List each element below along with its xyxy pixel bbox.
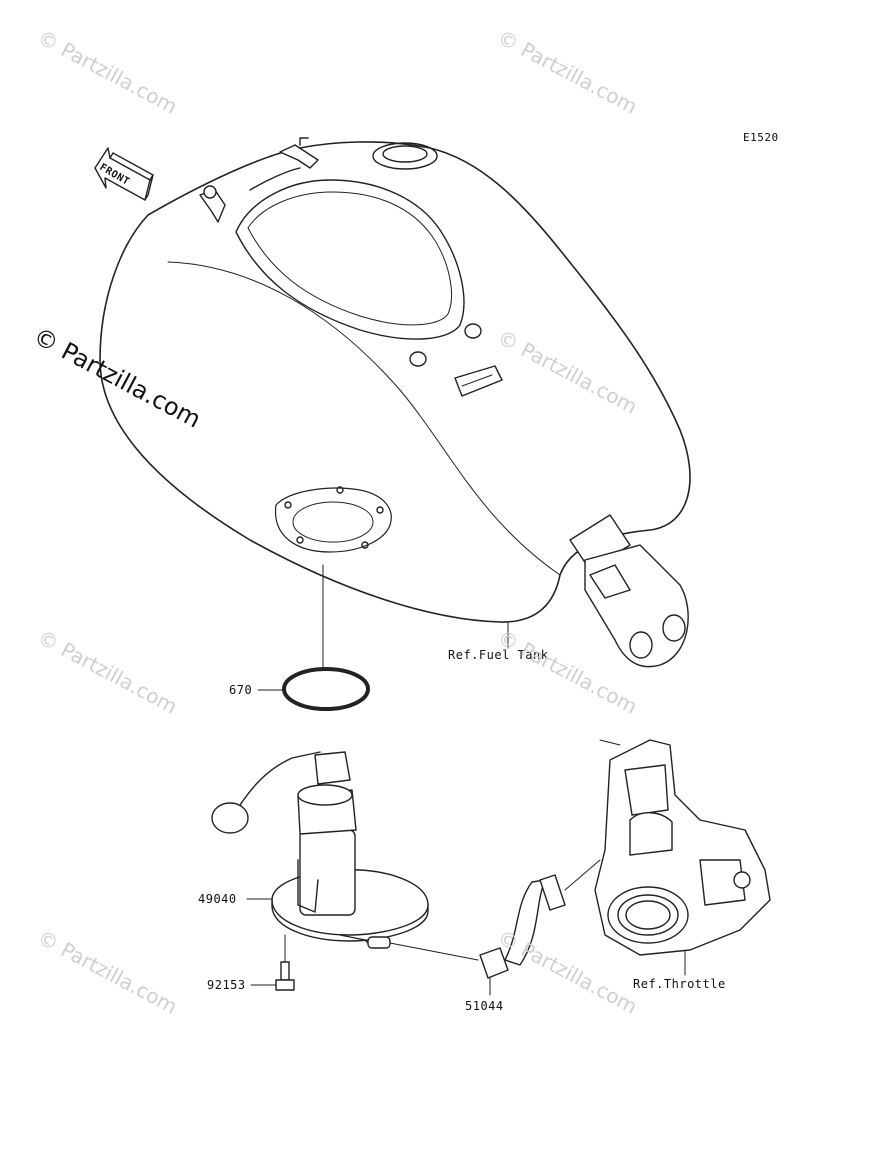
part-number-670[interactable]: 670 — [229, 683, 253, 697]
part-number-49040[interactable]: 49040 — [198, 892, 237, 906]
fuel-hose — [479, 859, 601, 979]
front-arrow-icon — [94, 147, 154, 201]
part-number-92153[interactable]: 92153 — [207, 978, 246, 992]
fuel-tank-outline — [99, 137, 691, 623]
fuel-pump-assembly — [211, 751, 479, 961]
pump-mount-flange — [274, 486, 392, 553]
bolt — [275, 961, 295, 991]
diagram-code: E1520 — [743, 131, 779, 144]
part-number-51044[interactable]: 51044 — [465, 999, 504, 1013]
ref-fuel-tank-label: Ref.Fuel Tank — [448, 648, 549, 662]
ref-throttle-label: Ref.Throttle — [633, 977, 726, 991]
throttle-body — [594, 739, 771, 956]
o-ring-gasket — [282, 667, 370, 711]
tank-rear-bracket — [569, 514, 689, 668]
